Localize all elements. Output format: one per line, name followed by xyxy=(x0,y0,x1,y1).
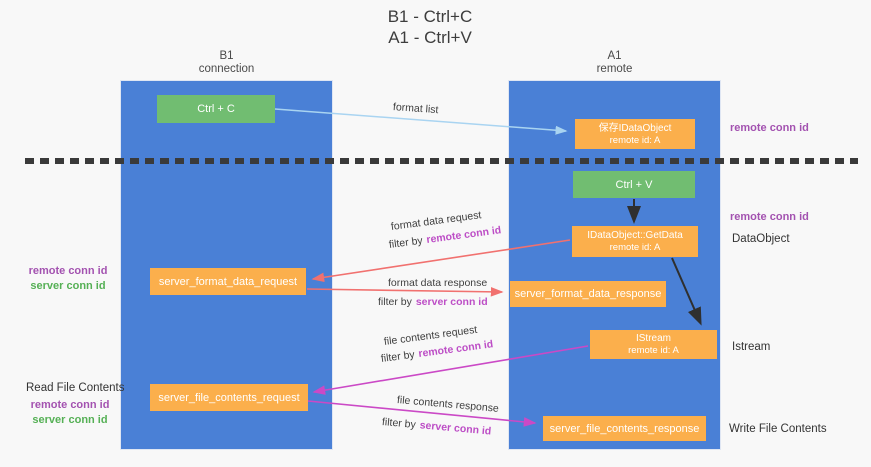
lane-a1-title: A1 xyxy=(607,50,622,62)
filter-prefix: filter by xyxy=(388,234,424,251)
side-label-read-file-contents: Read File Contents xyxy=(26,382,125,394)
node-idataobject-getdata: IDataObject::GetData remote id: A xyxy=(572,226,698,257)
side-label-server-conn-id: server conn id xyxy=(30,280,106,292)
node-server-file-contents-response: server_file_contents_response xyxy=(543,416,706,441)
lane-header-a1: A1 remote xyxy=(508,50,721,76)
node-ctrl-v: Ctrl + V xyxy=(573,171,695,198)
lane-b1-subtitle: connection xyxy=(198,63,255,75)
node-server-file-contents-request: server_file_contents_request xyxy=(150,384,308,411)
node-save-idataobject: 保存IDataObject remote id: A xyxy=(575,119,695,149)
node-server-format-data-response-label: server_format_data_response xyxy=(514,288,662,300)
node-ctrl-c: Ctrl + C xyxy=(157,95,275,123)
node-save-idataobject-line1: 保存IDataObject xyxy=(598,122,672,134)
diagram-title: B1 - Ctrl+C A1 - Ctrl+V xyxy=(280,6,580,48)
side-label-dataobject: DataObject xyxy=(732,233,790,245)
lane-a1-subtitle: remote xyxy=(596,63,633,75)
filter-key-remote-conn-id: remote conn id xyxy=(425,224,502,247)
node-ctrl-v-label: Ctrl + V xyxy=(615,178,653,191)
edge-label-format-list: format list xyxy=(392,101,439,117)
filter-prefix: filter by xyxy=(381,416,417,431)
node-server-format-data-request-label: server_format_data_request xyxy=(158,275,298,288)
filter-prefix: filter by xyxy=(380,348,416,365)
node-ctrl-c-label: Ctrl + C xyxy=(197,103,235,115)
side-label-remote-conn-id: remote conn id xyxy=(28,265,108,277)
filter-key-server-conn-id: server conn id xyxy=(415,296,488,308)
node-server-file-contents-response-label: server_file_contents_response xyxy=(549,422,700,435)
side-label-remote-conn-id-top: remote conn id xyxy=(730,122,809,134)
diagram-title-line2: A1 - Ctrl+V xyxy=(388,28,472,47)
side-label-write-file-contents: Write File Contents xyxy=(729,423,827,435)
node-server-file-contents-request-label: server_file_contents_request xyxy=(158,391,300,404)
filter-prefix: filter by xyxy=(378,296,412,308)
node-istream-line1: IStream xyxy=(635,333,671,344)
side-label-remote-conn-id: remote conn id xyxy=(30,399,110,411)
side-label-group-file: remote conn id server conn id xyxy=(18,398,122,428)
side-label-remote-conn-id-mid: remote conn id xyxy=(730,211,809,223)
lane-header-b1: B1 connection xyxy=(120,50,333,76)
node-server-format-data-response: server_format_data_response xyxy=(510,281,666,307)
filter-key-server-conn-id: server conn id xyxy=(419,419,492,438)
node-idataobject-getdata-line1: IDataObject::GetData xyxy=(587,230,683,241)
node-idataobject-getdata-line2: remote id: A xyxy=(609,242,661,253)
lane-b1-title: B1 xyxy=(219,50,234,62)
node-istream: IStream remote id: A xyxy=(590,330,717,359)
node-server-format-data-request: server_format_data_request xyxy=(150,268,306,295)
side-label-server-conn-id: server conn id xyxy=(32,414,108,426)
edge-label-format-data-response: format data response xyxy=(388,277,488,289)
node-save-idataobject-line2: remote id: A xyxy=(609,134,661,146)
node-istream-line2: remote id: A xyxy=(628,345,679,356)
edge-label-file-contents-response: file contents response xyxy=(396,394,500,415)
side-label-istream: Istream xyxy=(732,341,771,353)
arrow-format-data-response xyxy=(306,287,504,297)
side-label-group-format: remote conn id server conn id xyxy=(18,264,118,294)
diagram-title-line1: B1 - Ctrl+C xyxy=(387,7,473,26)
